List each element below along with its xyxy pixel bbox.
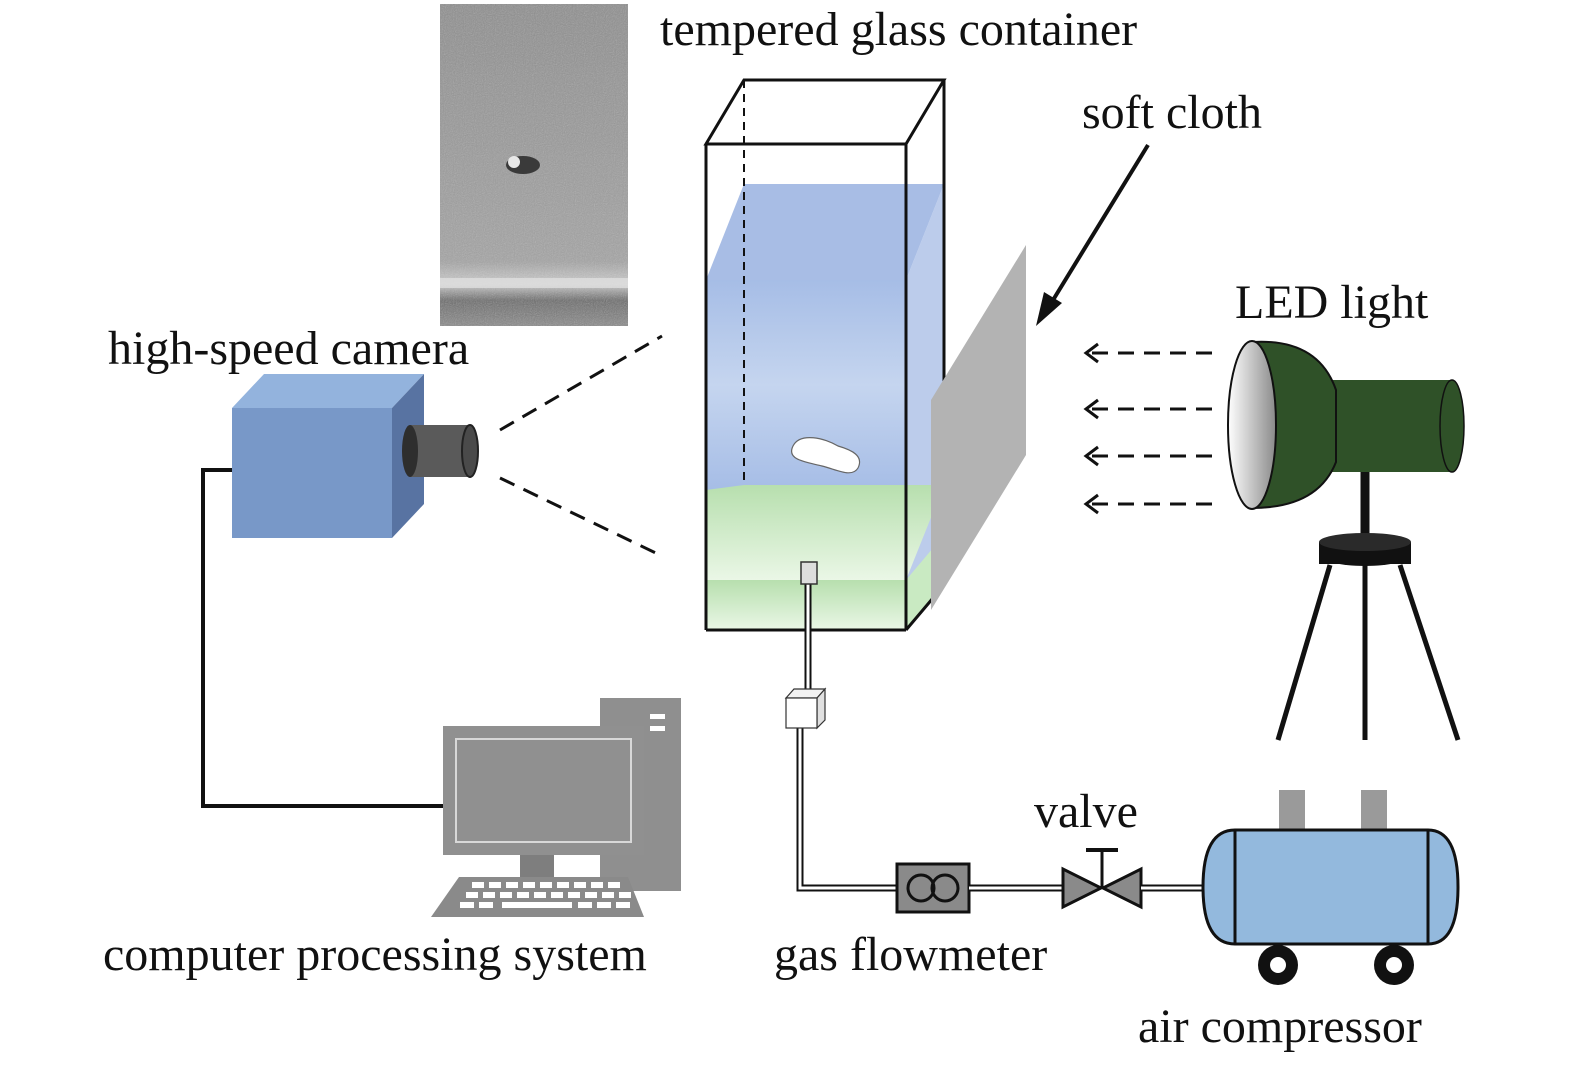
wheel (1258, 945, 1298, 985)
keyboard-keys (460, 882, 631, 908)
bubble-photo (440, 4, 628, 326)
label-soft-cloth: soft cloth (1082, 86, 1262, 139)
computer-icon (431, 698, 681, 917)
computer-monitor (443, 726, 644, 855)
led-lamp-icon (1227, 340, 1465, 741)
label-gas-flowmeter: gas flowmeter (774, 928, 1047, 981)
data-cable (201, 468, 445, 808)
compressor-icon (1201, 790, 1460, 985)
flowmeter-icon (895, 862, 971, 914)
gas-tube (784, 561, 897, 892)
label-air-compressor: air compressor (1138, 1000, 1422, 1053)
nozzle (800, 561, 818, 585)
valve-icon (1061, 848, 1143, 910)
bubble (790, 437, 861, 474)
label-computer-processing-system: computer processing system (103, 928, 647, 981)
soft-cloth (931, 245, 1026, 610)
camera-icon (232, 374, 479, 538)
bottom-layer (706, 485, 944, 580)
light-arrows (1083, 342, 1212, 515)
tube-connector (784, 687, 827, 730)
label-led-light: LED light (1235, 276, 1429, 329)
label-tempered-glass-container: tempered glass container (660, 3, 1137, 56)
camera-view-lines (499, 334, 663, 558)
wheel (1374, 945, 1414, 985)
camera-lens (402, 424, 479, 478)
label-valve: valve (1034, 785, 1138, 838)
tempered-glass-container (703, 78, 947, 632)
label-high-speed-camera: high-speed camera (108, 322, 469, 375)
soft-cloth-arrow (1048, 143, 1150, 307)
